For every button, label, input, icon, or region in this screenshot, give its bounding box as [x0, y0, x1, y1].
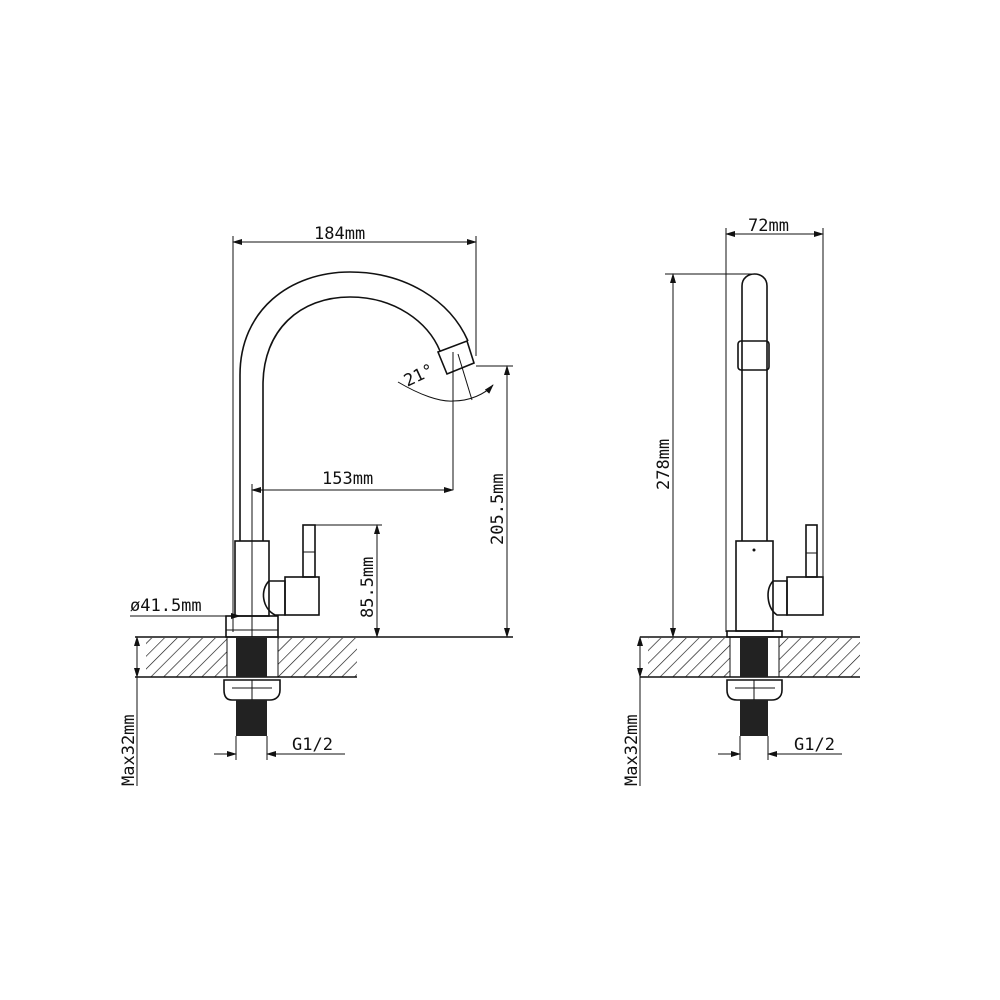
side-faucet-body — [726, 273, 824, 638]
handle-lever — [302, 524, 316, 578]
dimension-label-278mm: 278mm — [654, 439, 674, 490]
dimension-205-5mm: 205.5mm — [476, 365, 513, 638]
dimension-278mm: 278mm — [654, 273, 752, 638]
faucet-body — [225, 524, 320, 638]
side-handle-body — [786, 576, 824, 616]
side-view: 72mm 278mm — [622, 216, 860, 786]
spout — [239, 271, 475, 541]
dimension-72mm: 72mm — [725, 216, 824, 632]
side-thread-label: G1/2 — [794, 735, 835, 755]
aerator-ring — [737, 340, 770, 371]
dimension-diameter: ø41.5mm — [130, 596, 241, 619]
dimension-label-184mm: 184mm — [314, 224, 365, 244]
dimension-label-diameter: ø41.5mm — [130, 596, 202, 616]
dimension-label-153mm: 153mm — [322, 469, 373, 489]
thread-label: G1/2 — [292, 735, 333, 755]
dimension-label-85-5mm: 85.5mm — [358, 557, 378, 618]
shank — [236, 638, 267, 677]
dimension-label-max32mm: Max32mm — [119, 714, 139, 786]
dimension-thread: G1/2 — [214, 735, 345, 757]
dimension-max32mm: Max32mm — [119, 636, 140, 786]
dimension-label-72mm: 72mm — [748, 216, 789, 236]
side-dimension-thread: G1/2 — [718, 735, 842, 757]
front-view: 184mm 21° 153mm 205.5mm — [119, 224, 513, 786]
dimension-85-5mm: 85.5mm — [315, 524, 382, 638]
handle-body — [284, 576, 320, 616]
side-handle-lever — [805, 524, 818, 578]
countertop-section — [135, 636, 513, 760]
dimension-153mm: 153mm — [251, 469, 454, 637]
dimension-184mm: 184mm — [232, 224, 477, 632]
dimension-angle: 21° — [397, 352, 494, 490]
side-dimension-max32mm: Max32mm — [622, 636, 643, 786]
mounting-nut — [223, 679, 281, 701]
side-countertop-section — [640, 636, 860, 760]
side-dimension-label-max32mm: Max32mm — [622, 714, 642, 786]
dimension-label-205-5mm: 205.5mm — [488, 473, 508, 545]
aerator — [436, 339, 475, 376]
angle-label: 21° — [401, 360, 437, 391]
